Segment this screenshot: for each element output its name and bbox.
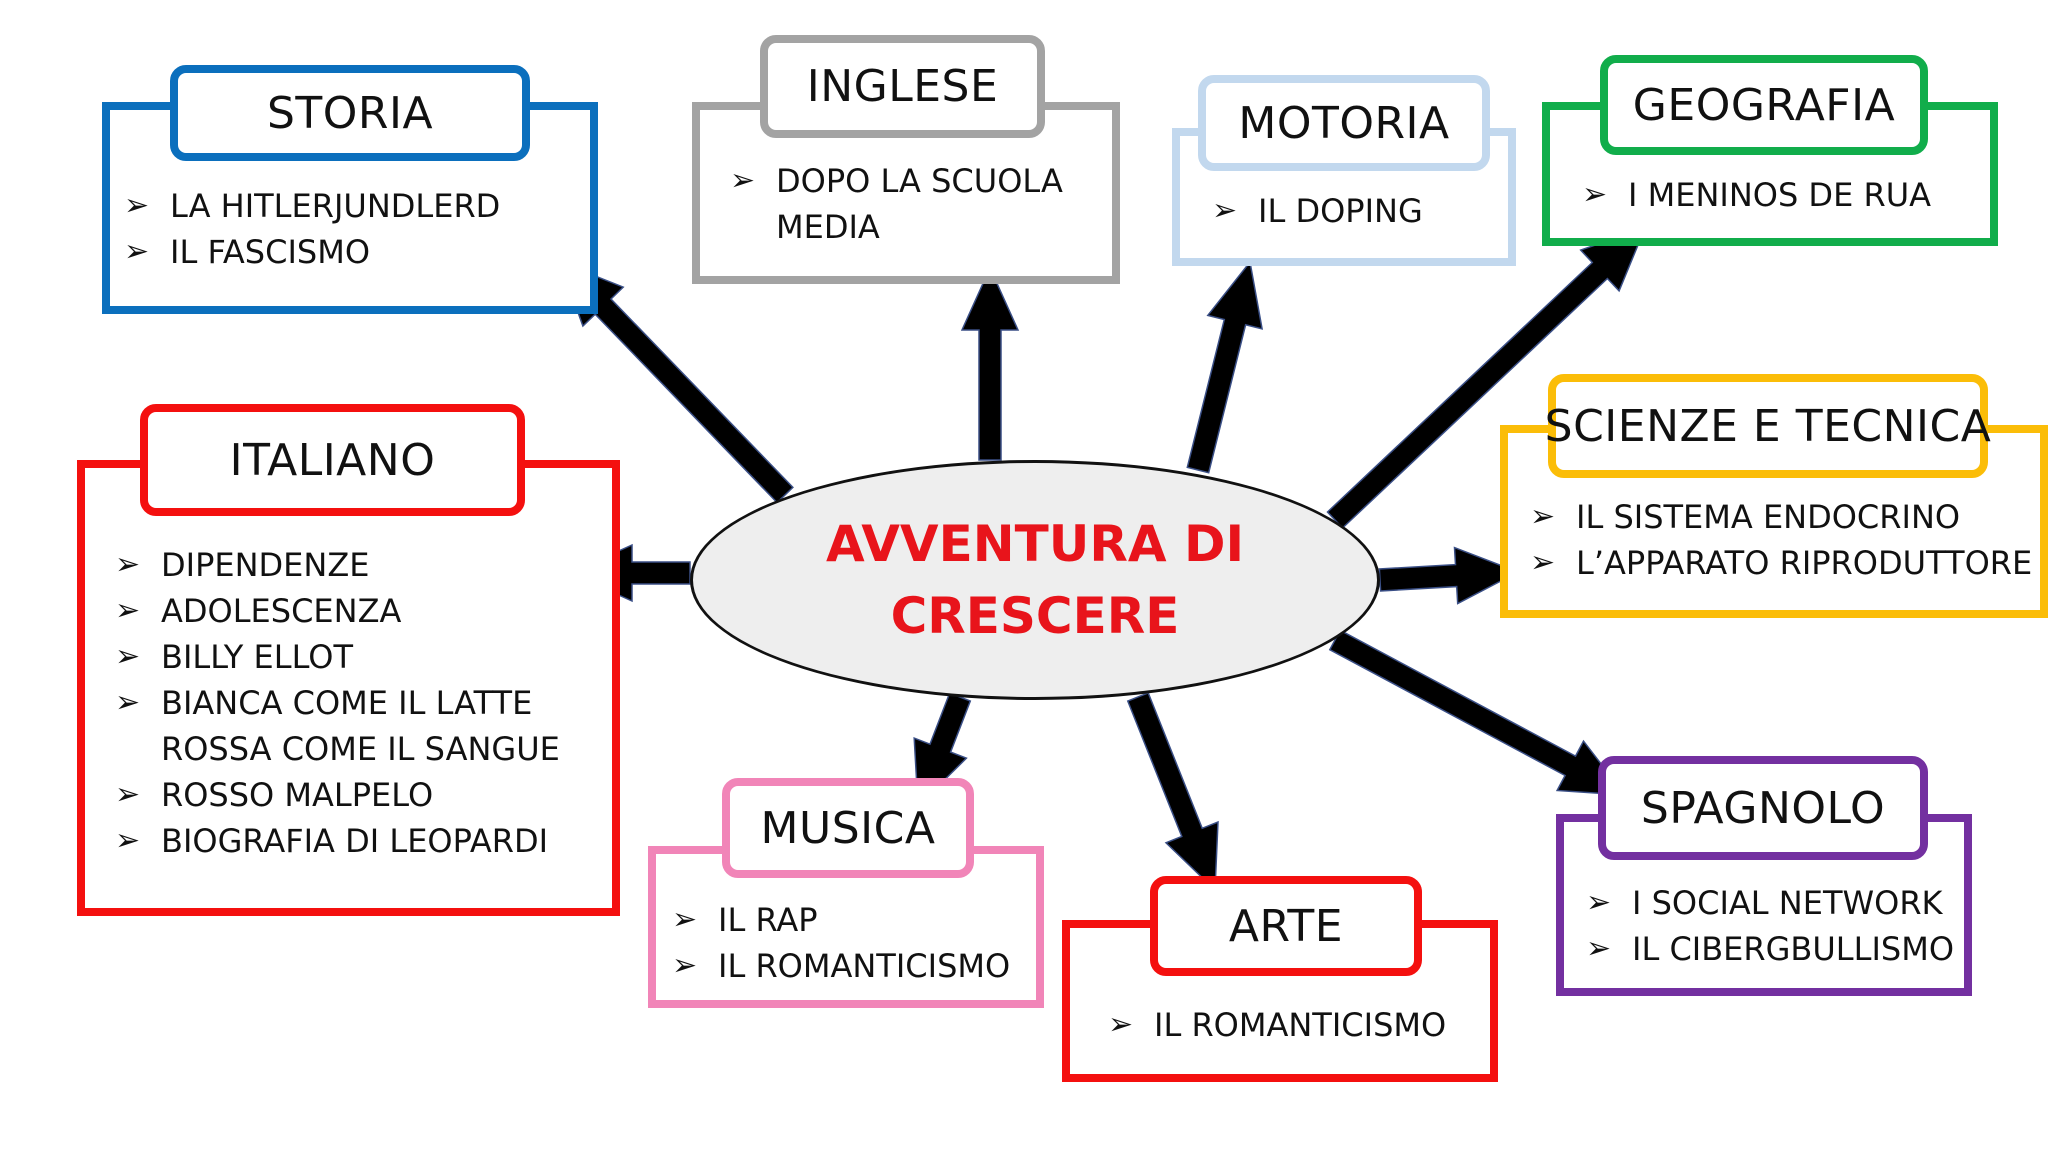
- storia-list: LA HITLERJUNDLERD IL FASCISMO: [124, 183, 500, 275]
- arte-box: [1062, 920, 1498, 1082]
- arrow-to-inglese: [960, 266, 1020, 461]
- list-item: I MENINOS DE RUA: [1582, 172, 1931, 218]
- list-item: L’APPARATO RIPRODUTTORE: [1530, 540, 2032, 586]
- central-topic-line1: AVVENTURA DI: [825, 515, 1245, 573]
- arte-list: IL ROMANTICISMO: [1108, 1002, 1446, 1048]
- inglese-list: DOPO LA SCUOLA MEDIA: [730, 158, 1063, 250]
- musica-list: IL RAP IL ROMANTICISMO: [672, 897, 1010, 989]
- list-item: IL RAP: [672, 897, 1010, 943]
- scienze-title: SCIENZE E TECNICA: [1545, 374, 1991, 478]
- list-item: ROSSO MALPELO: [115, 772, 560, 818]
- central-topic: AVVENTURA DI CRESCERE: [690, 460, 1380, 700]
- list-item: DOPO LA SCUOLA: [730, 158, 1063, 204]
- arrow-to-motoria: [1186, 260, 1264, 474]
- list-item: IL ROMANTICISMO: [672, 943, 1010, 989]
- italiano-title: ITALIANO: [140, 404, 525, 516]
- arte-title: ARTE: [1150, 876, 1422, 976]
- list-item: LA HITLERJUNDLERD: [124, 183, 500, 229]
- list-item: IL CIBERGBULLISMO: [1586, 926, 1954, 972]
- arrow-to-arte: [1126, 691, 1219, 892]
- scienze-list: IL SISTEMA ENDOCRINO L’APPARATO RIPRODUT…: [1530, 494, 2032, 586]
- list-item: BILLY ELLOT: [115, 634, 560, 680]
- list-item: ADOLESCENZA: [115, 588, 560, 634]
- arrow-to-scienze: [1378, 546, 1520, 605]
- list-item: BIANCA COME IL LATTE: [115, 680, 560, 726]
- geografia-list: I MENINOS DE RUA: [1582, 172, 1931, 218]
- list-item: DIPENDENZE: [115, 542, 560, 588]
- motoria-title: MOTORIA: [1198, 75, 1490, 171]
- inglese-title: INGLESE: [760, 35, 1045, 138]
- list-item: IL DOPING: [1212, 188, 1423, 234]
- list-item: IL FASCISMO: [124, 229, 500, 275]
- list-item: IL ROMANTICISMO: [1108, 1002, 1446, 1048]
- musica-title: MUSICA: [722, 778, 974, 878]
- spagnolo-title: SPAGNOLO: [1598, 756, 1928, 860]
- list-item: BIOGRAFIA DI LEOPARDI: [115, 818, 560, 864]
- list-item: I SOCIAL NETWORK: [1586, 880, 1954, 926]
- storia-title: STORIA: [170, 65, 530, 161]
- motoria-list: IL DOPING: [1212, 188, 1423, 234]
- italiano-list: DIPENDENZE ADOLESCENZA BILLY ELLOT BIANC…: [115, 542, 560, 864]
- geografia-title: GEOGRAFIA: [1600, 55, 1928, 155]
- arrow-to-spagnolo: [1328, 629, 1627, 796]
- central-topic-line2: CRESCERE: [890, 587, 1180, 645]
- spagnolo-list: I SOCIAL NETWORK IL CIBERGBULLISMO: [1586, 880, 1954, 972]
- list-item: IL SISTEMA ENDOCRINO: [1530, 494, 2032, 540]
- list-item: MEDIA: [776, 208, 880, 246]
- list-item: ROSSA COME IL SANGUE: [161, 730, 560, 768]
